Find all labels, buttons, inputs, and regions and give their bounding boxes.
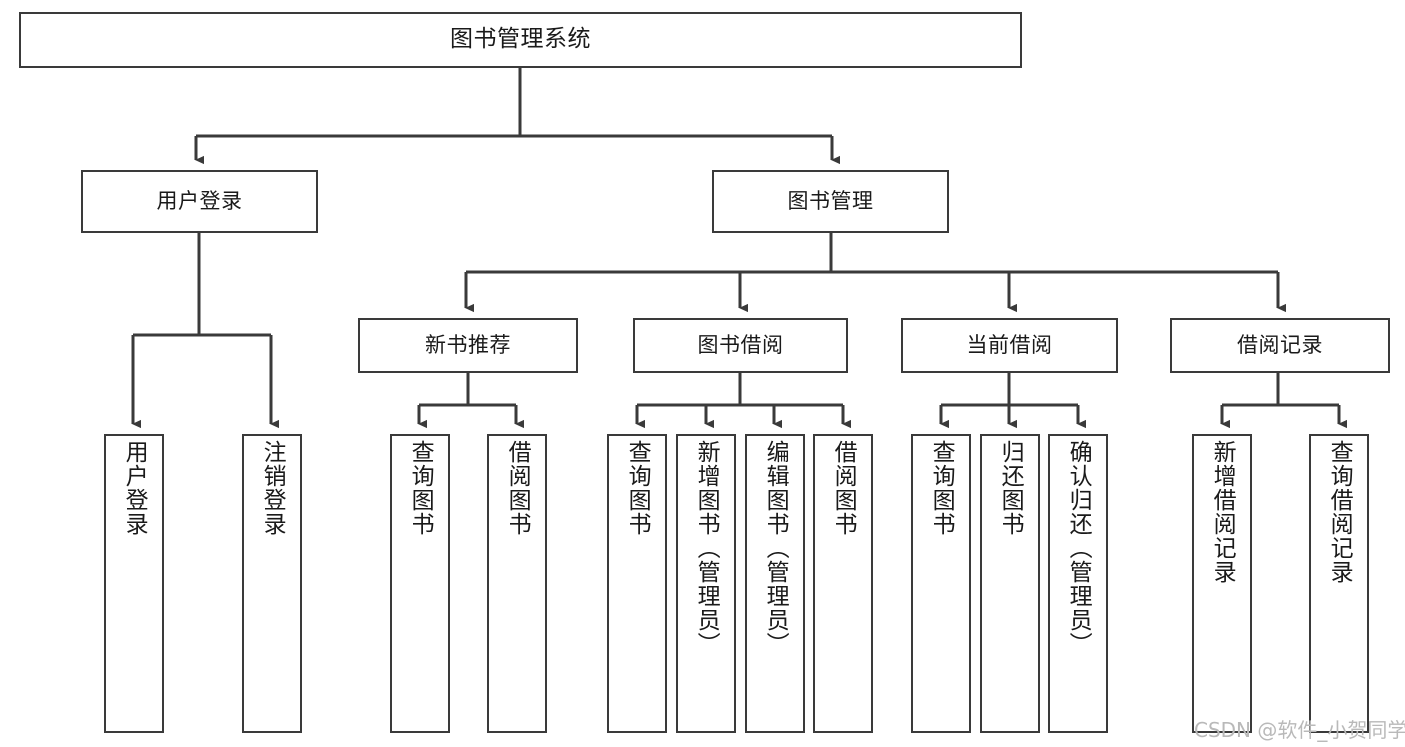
node-label: 新书推荐	[425, 333, 511, 358]
node-label: 借阅图书	[504, 440, 531, 536]
node-label: 图书管理系统	[450, 26, 591, 53]
node-label: 编辑图书（管理员）	[762, 440, 789, 656]
node-user-login[interactable]: 用户登录	[81, 170, 318, 233]
leaf-add-book-admin[interactable]: 新增图书（管理员）	[676, 434, 736, 733]
node-label: 用户登录	[156, 189, 243, 214]
leaf-confirm-return-admin[interactable]: 确认归还（管理员）	[1048, 434, 1108, 733]
node-book-borrowing[interactable]: 图书借阅	[633, 318, 848, 373]
node-label: 新增借阅记录	[1209, 440, 1236, 584]
node-label: 查询借阅记录	[1326, 440, 1353, 584]
node-root-book-management-system[interactable]: 图书管理系统	[19, 12, 1022, 68]
leaf-borrow-books-new[interactable]: 借阅图书	[487, 434, 547, 733]
node-label: 查询图书	[928, 440, 955, 536]
node-label: 当前借阅	[966, 333, 1053, 358]
leaf-query-books-borrow[interactable]: 查询图书	[607, 434, 667, 733]
leaf-borrow-books[interactable]: 借阅图书	[813, 434, 873, 733]
leaf-user-login[interactable]: 用户登录	[104, 434, 164, 733]
node-label: 借阅图书	[830, 440, 857, 536]
leaf-query-borrow-record[interactable]: 查询借阅记录	[1309, 434, 1369, 733]
leaf-add-borrow-record[interactable]: 新增借阅记录	[1192, 434, 1252, 733]
node-current-borrowing[interactable]: 当前借阅	[901, 318, 1118, 373]
leaf-edit-book-admin[interactable]: 编辑图书（管理员）	[745, 434, 805, 733]
node-new-book-recommendation[interactable]: 新书推荐	[358, 318, 578, 373]
node-label: 确认归还（管理员）	[1065, 440, 1092, 656]
node-label: 图书管理	[787, 189, 874, 214]
leaf-query-books-new[interactable]: 查询图书	[390, 434, 450, 733]
node-label: 查询图书	[624, 440, 651, 536]
node-label: 图书借阅	[697, 333, 784, 358]
node-borrowing-records[interactable]: 借阅记录	[1170, 318, 1390, 373]
node-book-management[interactable]: 图书管理	[712, 170, 949, 233]
node-label: 用户登录	[121, 440, 148, 536]
node-label: 借阅记录	[1237, 333, 1323, 358]
node-label: 注销登录	[259, 440, 286, 536]
leaf-return-books[interactable]: 归还图书	[980, 434, 1040, 733]
csdn-watermark: CSDN @软件_小贺同学	[1194, 718, 1405, 742]
node-label: 查询图书	[407, 440, 434, 536]
leaf-query-books-current[interactable]: 查询图书	[911, 434, 971, 733]
node-label: 归还图书	[997, 440, 1024, 536]
node-label: 新增图书（管理员）	[693, 440, 720, 656]
leaf-logout[interactable]: 注销登录	[242, 434, 302, 733]
